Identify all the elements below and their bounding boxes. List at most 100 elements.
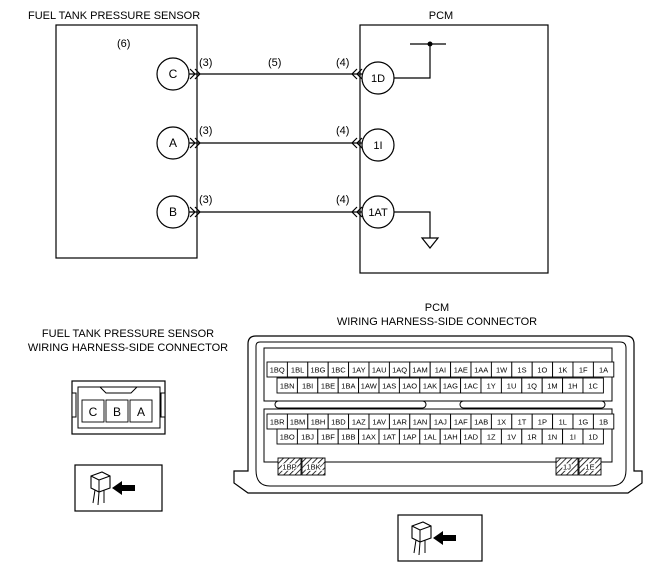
pcm-pin-label: 1AR: [392, 418, 407, 427]
pcm-pin-label: 1BF: [321, 433, 335, 442]
pcm-pin-label: 1AT: [383, 433, 397, 442]
pcm-pin-label: 1BQ: [270, 366, 285, 375]
wire-a-1i: [189, 137, 363, 149]
pcm-pin-label: 1AA: [474, 366, 488, 375]
pcm-pin-label: 1AG: [443, 382, 458, 391]
pcm-pin-label: 1AN: [413, 418, 428, 427]
wire-b-sensor-ref: (3): [199, 194, 212, 206]
sensor-pin-c-label: C: [169, 67, 178, 81]
pcm-pin-label: 1BM: [290, 418, 305, 427]
pcm-junction-node: [394, 41, 446, 79]
pcm-connector-subtitle: WIRING HARNESS-SIDE CONNECTOR: [337, 316, 537, 328]
pcm-pin-cell: [582, 428, 604, 445]
pcm-pin-label: 1BP: [282, 463, 296, 472]
harness-view-icon: [74, 464, 163, 512]
pcm-pin-label: 1AD: [464, 433, 479, 442]
pcm-pin-label: 1J: [563, 463, 571, 472]
pcm-pin-label: 1AQ: [392, 366, 407, 375]
pcm-pin-label: 1A: [599, 366, 608, 375]
pcm-pin-label: 1AK: [423, 382, 437, 391]
pcm-pin-cell: [277, 457, 302, 476]
pcm-pin-cell: [578, 457, 602, 476]
pcm-pin-label: 1BA: [341, 382, 355, 391]
pcm-pin-label: 1D: [588, 433, 598, 442]
sensor-connector-subtitle: WIRING HARNESS-SIDE CONNECTOR: [28, 342, 228, 354]
pcm-pin-label: 1Z: [487, 433, 496, 442]
pcm-pin-label: 1B: [599, 418, 608, 427]
sensor-pin-a-label: A: [169, 136, 177, 150]
pcm-pin-label: 1BJ: [301, 433, 314, 442]
pcm-pin-label: 1BG: [310, 366, 325, 375]
pcm-pin-label: 1BL: [291, 366, 304, 375]
pcm-pin-label: 1AC: [464, 382, 479, 391]
sensor-connector-pin-b: B: [113, 405, 121, 419]
pcm-pin-1at-label: 1AT: [368, 207, 388, 219]
pcm-pin-label: 1AI: [435, 366, 446, 375]
wire-c-middle-ref: (5): [268, 57, 281, 69]
pcm-pin-label: 1BO: [280, 433, 295, 442]
pcm-pin-label: 1X: [497, 418, 506, 427]
pcm-pin-cell: [555, 457, 579, 476]
wire-c-pcm-ref: (4): [336, 57, 349, 69]
pcm-pin-label: 1S: [517, 366, 526, 375]
sensor-title: FUEL TANK PRESSURE SENSOR: [28, 10, 200, 22]
sensor-connector-ref: (6): [117, 38, 130, 50]
pcm-pin-label: 1BR: [270, 418, 285, 427]
pcm-pin-label: 1AO: [402, 382, 417, 391]
sensor-connector-pin-a: A: [137, 405, 145, 419]
pcm-pin-label: 1AV: [372, 418, 386, 427]
pcm-pin-label: 1U: [507, 382, 517, 391]
pcm-pin-label: 1P: [538, 418, 547, 427]
wire-c-1d: [189, 68, 363, 80]
pcm-pin-label: 1R: [527, 433, 537, 442]
pcm-pin-label: 1E: [585, 463, 594, 472]
pcm-box: [359, 24, 549, 274]
pcm-pin-label: 1AF: [454, 418, 468, 427]
pcm-pin-label: 1BK: [306, 463, 320, 472]
pcm-pin-cell: [301, 457, 326, 476]
sensor-connector-title: FUEL TANK PRESSURE SENSOR: [42, 328, 214, 340]
pcm-pin-label: 1AX: [362, 433, 376, 442]
pcm-pin-label: 1AY: [352, 366, 366, 375]
pcm-connector-title: PCM: [425, 302, 449, 314]
pcm-pin-label: 1L: [559, 418, 567, 427]
pcm-pin-label: 1O: [537, 366, 547, 375]
sensor-connector-pin-c: C: [89, 405, 98, 419]
pcm-pin-label: 1BC: [331, 366, 346, 375]
pcm-pin-label: 1BN: [280, 382, 295, 391]
pcm-pin-label: 1AE: [454, 366, 468, 375]
sensor-connector-cell-c: [81, 399, 105, 423]
pcm-pin-cell: [582, 377, 604, 394]
pcm-pin-label: 1I: [570, 433, 576, 442]
pcm-pin-label: 1AU: [372, 366, 387, 375]
pcm-pin-label: 1BE: [321, 382, 335, 391]
pcm-harness-view-icon: [397, 514, 483, 562]
pcm-pin-label: 1H: [568, 382, 578, 391]
pcm-pin-label: 1M: [547, 382, 557, 391]
ground-icon: [394, 211, 440, 249]
pcm-pin-label: 1AB: [474, 418, 488, 427]
pcm-pin-label: 1K: [558, 366, 567, 375]
wire-a-pcm-ref: (4): [336, 125, 349, 137]
pcm-pin-label: 1AM: [412, 366, 427, 375]
wire-b-1at: [189, 206, 363, 218]
pcm-pin-label: 1W: [496, 366, 508, 375]
sensor-connector-cell-a: [129, 399, 153, 423]
pcm-pin-1d-label: 1D: [371, 73, 385, 85]
sensor-connector-cell-b: [105, 399, 129, 423]
pcm-pin-label: 1AS: [382, 382, 396, 391]
pcm-title: PCM: [429, 10, 453, 22]
pcm-pin-1i-label: 1I: [373, 140, 382, 152]
pcm-pin-label: 1BD: [331, 418, 346, 427]
wire-b-pcm-ref: (4): [336, 194, 349, 206]
pcm-pin-label: 1T: [518, 418, 527, 427]
pcm-pin-label: 1AL: [423, 433, 436, 442]
pcm-pin-label: 1Q: [527, 382, 537, 391]
pcm-pin-label: 1V: [507, 433, 516, 442]
pcm-pin-1i: [361, 128, 395, 162]
pcm-pin-label: 1BH: [311, 418, 326, 427]
pcm-pin-cell: [592, 361, 615, 378]
pcm-pin-label: 1AZ: [352, 418, 366, 427]
